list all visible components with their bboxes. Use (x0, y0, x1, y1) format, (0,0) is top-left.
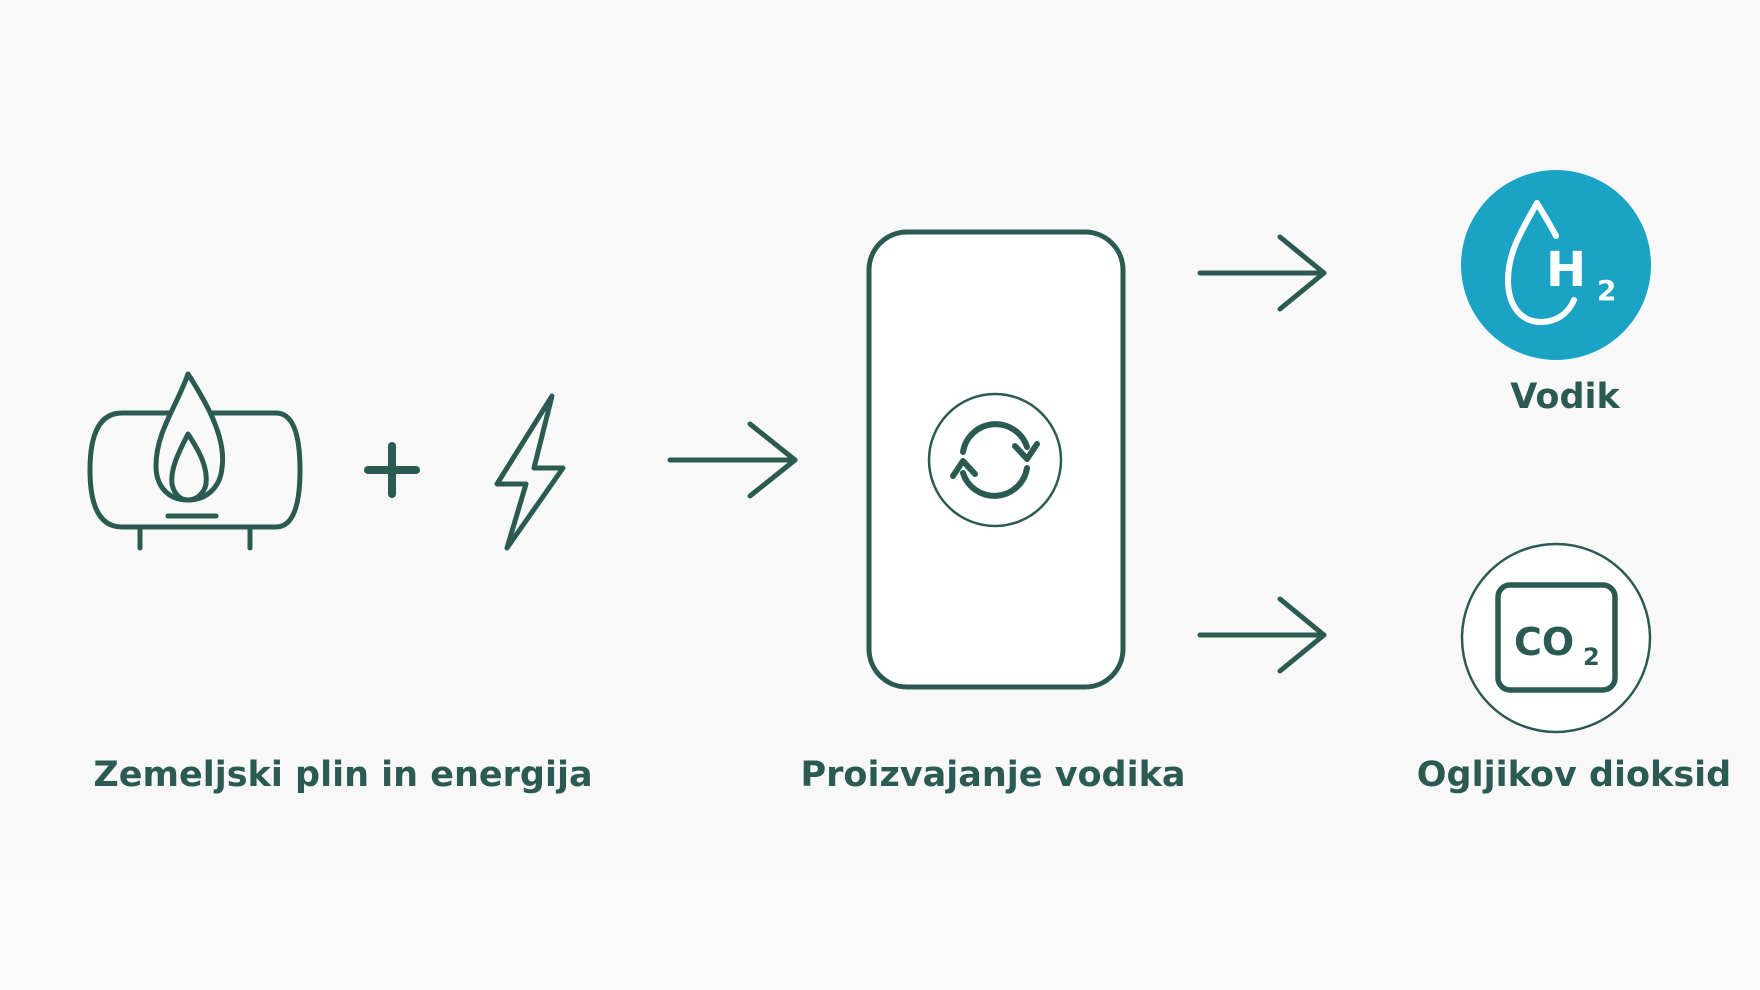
lightning-bolt-icon (494, 393, 566, 551)
co2-box-icon: CO 2 (1460, 542, 1652, 734)
hydrogen-subscript: 2 (1597, 274, 1616, 307)
co2-label: Ogljikov dioksid (1416, 755, 1732, 795)
inputs-label: Zemeljski plin in energija (93, 755, 593, 795)
bottom-band (0, 880, 1760, 990)
plus-icon (364, 442, 420, 498)
co2-symbol: CO (1514, 620, 1574, 664)
arrow-to-process-icon (667, 421, 798, 499)
hydrogen-drop-icon: H 2 (1461, 170, 1651, 360)
process-label: Proizvajanje vodika (800, 755, 1186, 795)
arrow-to-hydrogen-icon (1197, 234, 1327, 312)
arrow-to-co2-icon (1197, 596, 1327, 674)
hydrogen-label: Vodik (1510, 377, 1620, 417)
refresh-cycle-icon (950, 421, 1040, 499)
hydrogen-symbol: H (1546, 242, 1586, 298)
co2-subscript: 2 (1583, 643, 1600, 671)
gas-tank-flame-icon (87, 371, 303, 551)
process-unit (866, 229, 1126, 690)
